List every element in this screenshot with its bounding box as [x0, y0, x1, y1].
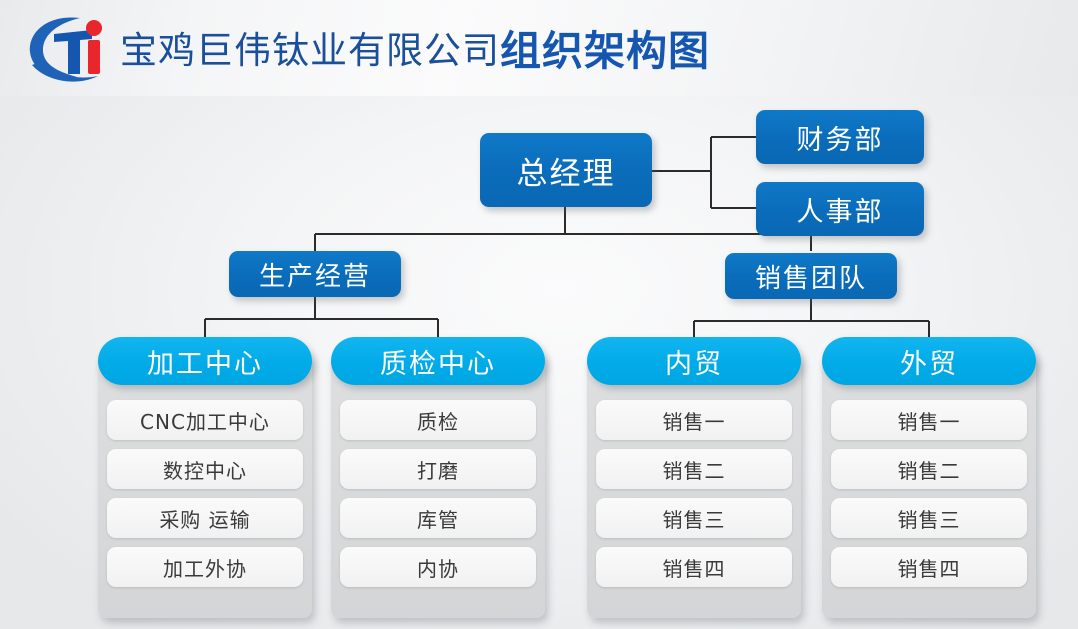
group-item-list: 销售一 销售二 销售三 销售四	[831, 400, 1027, 596]
chart-title: 组织架构图	[500, 27, 710, 75]
group-foreign-trade: 外贸 销售一 销售二 销售三 销售四	[822, 337, 1036, 618]
list-item[interactable]: 采购 运输	[107, 498, 303, 538]
list-item[interactable]: 质检	[340, 400, 536, 440]
node-production-operations[interactable]: 生产经营	[229, 251, 401, 297]
list-item[interactable]: CNC加工中心	[107, 400, 303, 440]
list-item[interactable]: 销售三	[596, 498, 792, 538]
node-sales-team[interactable]: 销售团队	[725, 253, 897, 299]
group-item-list: CNC加工中心 数控中心 采购 运输 加工外协	[107, 400, 303, 596]
node-label: 销售团队	[754, 263, 867, 294]
list-item[interactable]: 销售三	[831, 498, 1027, 538]
group-domestic-trade: 内贸 销售一 销售二 销售三 销售四	[587, 337, 801, 618]
node-finance-department[interactable]: 财务部	[756, 110, 924, 164]
header-bar: 宝鸡巨伟钛业有限公司组织架构图	[0, 0, 1078, 96]
group-header-label: 质检中心	[380, 348, 496, 380]
list-item[interactable]: 加工外协	[107, 547, 303, 587]
list-item[interactable]: 销售一	[831, 400, 1027, 440]
group-header-label: 加工中心	[147, 348, 263, 380]
list-item[interactable]: 内协	[340, 547, 536, 587]
node-label: 人事部	[796, 196, 884, 228]
group-header-quality-inspection-center[interactable]: 质检中心	[331, 337, 545, 385]
group-item-list: 质检 打磨 库管 内协	[340, 400, 536, 596]
ti-company-logo-icon	[18, 8, 124, 88]
node-hr-department[interactable]: 人事部	[756, 182, 924, 236]
node-label: 生产经营	[258, 261, 371, 292]
group-header-label: 内贸	[665, 348, 723, 380]
list-item[interactable]: 销售二	[831, 449, 1027, 489]
list-item[interactable]: 销售四	[596, 547, 792, 587]
list-item[interactable]: 打磨	[340, 449, 536, 489]
group-quality-inspection-center: 质检中心 质检 打磨 库管 内协	[331, 337, 545, 618]
group-header-foreign-trade[interactable]: 外贸	[822, 337, 1036, 385]
list-item[interactable]: 销售二	[596, 449, 792, 489]
group-header-label: 外贸	[900, 348, 958, 380]
group-header-machining-center[interactable]: 加工中心	[98, 337, 312, 385]
company-name: 宝鸡巨伟钛业有限公司	[120, 29, 500, 72]
node-label: 总经理	[516, 155, 616, 192]
list-item[interactable]: 库管	[340, 498, 536, 538]
group-item-list: 销售一 销售二 销售三 销售四	[596, 400, 792, 596]
page-title: 宝鸡巨伟钛业有限公司组织架构图	[120, 16, 710, 78]
node-label: 财务部	[796, 124, 884, 156]
list-item[interactable]: 销售一	[596, 400, 792, 440]
node-general-manager[interactable]: 总经理	[480, 133, 652, 207]
list-item[interactable]: 销售四	[831, 547, 1027, 587]
group-machining-center: 加工中心 CNC加工中心 数控中心 采购 运输 加工外协	[98, 337, 312, 618]
list-item[interactable]: 数控中心	[107, 449, 303, 489]
group-header-domestic-trade[interactable]: 内贸	[587, 337, 801, 385]
